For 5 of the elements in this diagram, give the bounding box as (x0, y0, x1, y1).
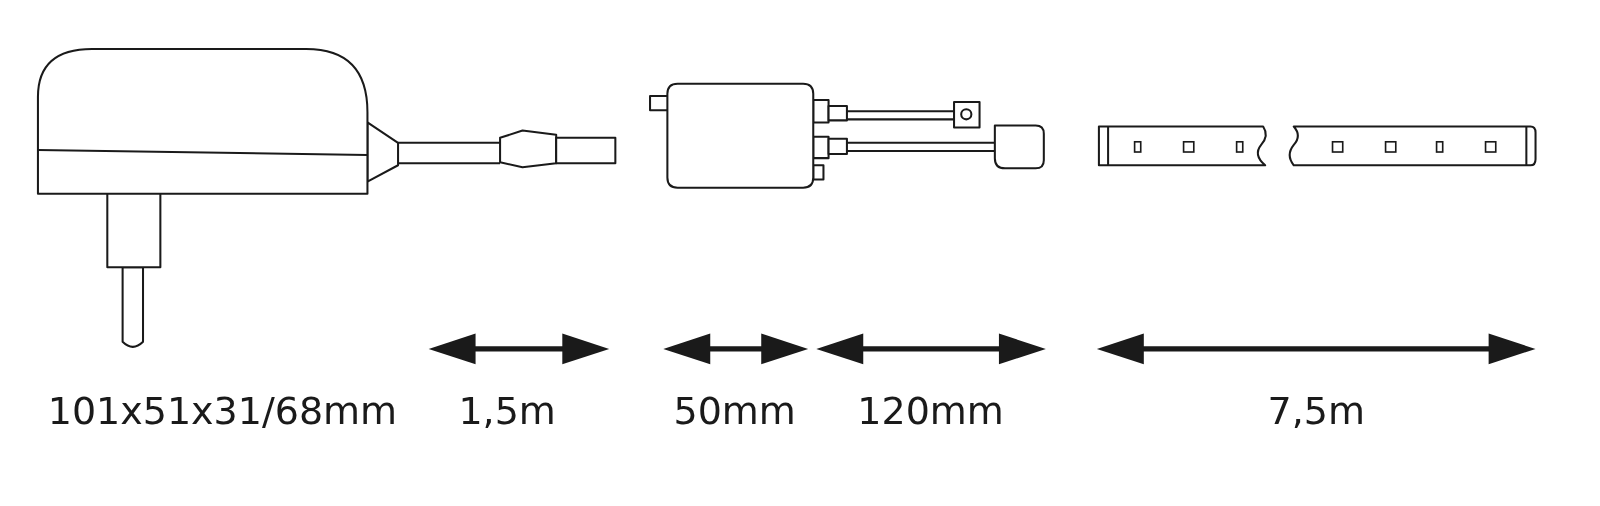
dimension-label: 101x51x31/68mm (47, 391, 398, 430)
dimension-label: 1,5m (458, 391, 556, 430)
dimension-label: 120mm (857, 391, 1004, 430)
dimension-label: 7,5m (1267, 391, 1366, 430)
dimension-label: 50mm (673, 391, 796, 430)
